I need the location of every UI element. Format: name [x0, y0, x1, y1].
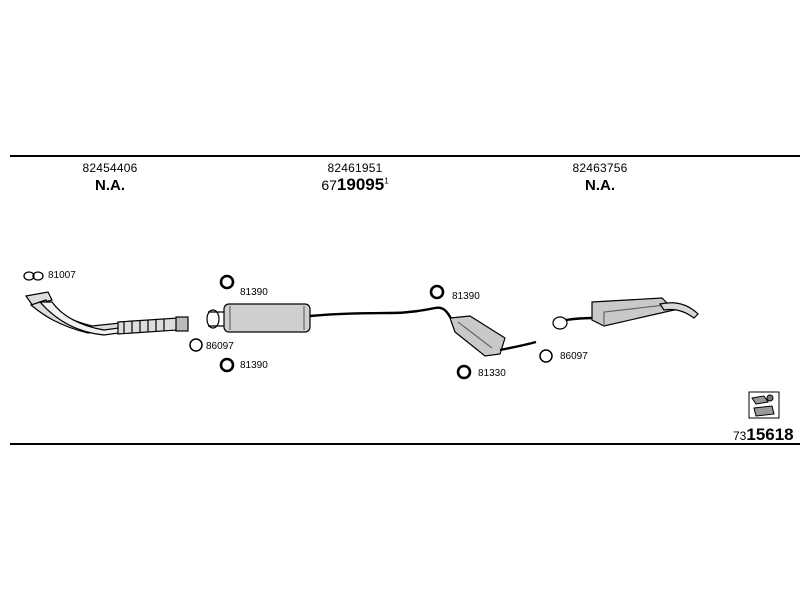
section-header-rear: 82463756 N.A. — [550, 162, 650, 193]
label-clamp-front: 81007 — [48, 270, 76, 281]
top-rule — [10, 155, 800, 157]
section-header-middle: 82461951 67190951 — [300, 162, 410, 194]
part-number-middle: 82461951 — [327, 161, 383, 175]
ring-thin-icon — [189, 338, 553, 363]
ref-suffix-middle: 1 — [384, 176, 389, 186]
middle-silencer-icon — [206, 303, 454, 333]
catalog-main: 15618 — [746, 425, 794, 444]
part-number-front: 82454406 — [82, 161, 138, 175]
label-ring-1: 81390 — [240, 287, 268, 298]
front-downpipe-icon — [24, 291, 189, 336]
catalog-prefix: 73 — [733, 429, 747, 443]
catalytic-converter-icon — [449, 315, 537, 357]
clamp-front-icon — [23, 271, 44, 281]
label-ring-3: 81390 — [240, 360, 268, 371]
ring-icon — [219, 274, 472, 380]
catalog-symbol-icon — [748, 391, 780, 419]
label-ring-5: 81330 — [478, 368, 506, 379]
price-rear: N.A. — [585, 177, 615, 194]
label-ring-4: 81390 — [452, 291, 480, 302]
ref-main-middle: 19095 — [336, 175, 385, 194]
label-ring-6: 86097 — [560, 351, 588, 362]
part-number-rear: 82463756 — [572, 161, 628, 175]
catalog-number: 7315618 — [733, 426, 794, 444]
section-header-front: 82454406 N.A. — [60, 162, 160, 193]
bottom-rule — [10, 443, 800, 445]
price-front: N.A. — [95, 177, 125, 194]
rear-silencer-icon — [552, 297, 699, 330]
label-ring-2: 86097 — [206, 341, 234, 352]
ref-prefix-middle: 67 — [321, 177, 337, 193]
